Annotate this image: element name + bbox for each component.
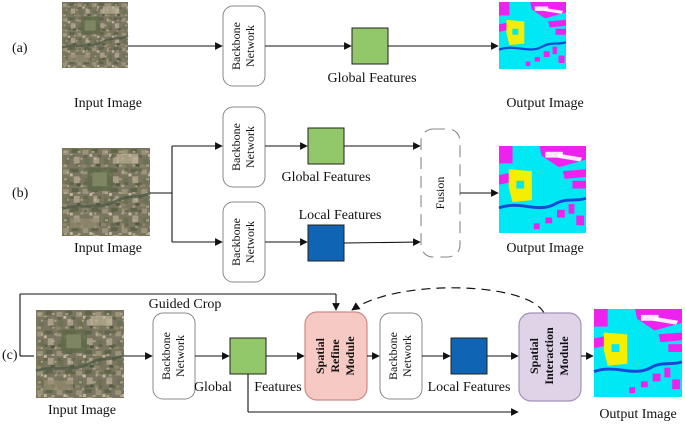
row-a-label: (a)	[12, 41, 28, 56]
row-b-global-caption: Global Features	[281, 170, 370, 185]
row-c-srm-line1: Spatial	[313, 337, 327, 374]
row-b-global-feature-block	[307, 127, 345, 165]
row-c-guided-crop-caption: Guided Crop	[149, 297, 222, 312]
row-c-spatial-interaction-module	[518, 312, 582, 402]
row-b-backbone-top-box	[222, 106, 266, 188]
row-b-output-caption: Output Image	[506, 241, 583, 256]
row-c-output-image	[592, 307, 684, 399]
row-c-local-caption: Local Features	[428, 380, 511, 395]
row-b-input-image	[60, 146, 152, 238]
row-c-backbone1-line2: Network	[173, 335, 187, 377]
row-c-global-caption: Global	[194, 380, 232, 395]
row-c-label: (c)	[2, 348, 18, 363]
row-c-srm-line3: Module	[343, 336, 357, 376]
row-a-backbone-line1: Backbone	[229, 22, 243, 70]
row-a-input-image	[60, 0, 130, 70]
row-c-local-feature-block	[450, 337, 488, 375]
row-c-input-image	[34, 308, 126, 400]
row-b-backbone-top-line1: Backbone	[229, 123, 243, 171]
row-c-backbone2-line2: Network	[400, 335, 414, 377]
row-b-label: (b)	[12, 186, 29, 201]
row-a-global-caption: Global Features	[327, 71, 416, 86]
row-c-backbone1-line1: Backbone	[159, 332, 173, 380]
row-c-sim-line2: Interaction	[542, 327, 556, 385]
row-c-sim-line1: Spatial	[527, 337, 541, 374]
row-b-output-image	[497, 144, 588, 235]
row-c-srm-line2: Refine	[328, 339, 342, 373]
row-a-input-caption: Input Image	[74, 96, 142, 111]
row-b-backbone-bottom-line2: Network	[243, 221, 257, 263]
row-b-arrow-local-fusion	[343, 238, 421, 246]
row-c-features-caption: Features	[254, 380, 301, 395]
row-c-feedback-dashed-arrow	[351, 287, 545, 314]
row-b-backbone-bottom-line1: Backbone	[229, 218, 243, 266]
row-c-output-caption: Output Image	[599, 407, 676, 422]
row-b-local-caption: Local Features	[299, 208, 382, 223]
row-c-backbone2-line1: Backbone	[386, 332, 400, 380]
row-a-output-image	[497, 0, 568, 71]
row-a-output-caption: Output Image	[506, 96, 583, 111]
row-c-global-feature-block	[229, 337, 267, 375]
row-c-input-caption: Input Image	[48, 403, 116, 418]
row-b-backbone-top-line2: Network	[243, 126, 257, 168]
row-c-sim-line3: Module	[557, 336, 571, 376]
row-b-fusion-label: Fusion	[433, 177, 447, 210]
row-b-local-feature-block	[307, 224, 345, 262]
row-a-global-feature-block	[351, 27, 389, 65]
row-b-input-caption: Input Image	[74, 241, 142, 256]
row-a-backbone-line2: Network	[243, 25, 257, 67]
